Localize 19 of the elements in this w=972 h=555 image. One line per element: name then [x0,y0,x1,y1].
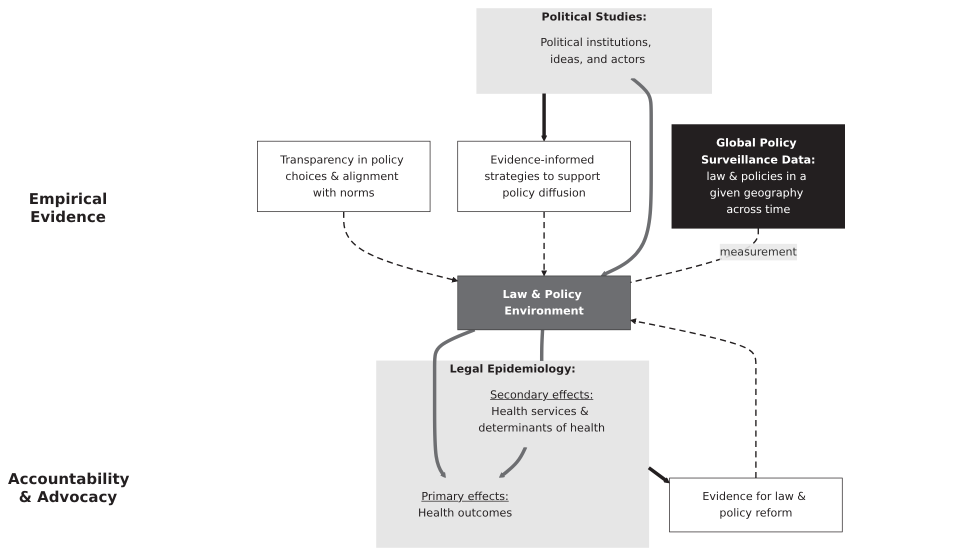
node-box: Evidence-informed strategies to support policy diffusion [457,140,631,212]
node-box: Evidence for law & policy reform [669,477,843,532]
node-box: Law & Policy Environment [457,275,631,330]
row-label: Accountability & Advocacy [8,470,128,506]
arrow [343,211,458,282]
arrow [432,328,476,478]
node-box: Transparency in policy choices & alignment with norms [257,140,430,212]
arrow [541,211,548,276]
arrow [498,446,528,478]
node-box: Global Policy Surveillance Data: law & policies in a given geography across time [672,124,845,228]
arrow [630,318,757,478]
node-text: Political institutions, ideas, and actors [540,35,652,66]
arrow [600,76,653,276]
node-text: Primary effects: Health outcomes [418,489,512,519]
row-label: Empirical Evidence [28,190,108,226]
arrow [541,93,548,141]
arrow [648,466,670,483]
edge-label: measurement [720,244,797,258]
node-text: Secondary effects: Health services & determinants of health [478,388,606,434]
